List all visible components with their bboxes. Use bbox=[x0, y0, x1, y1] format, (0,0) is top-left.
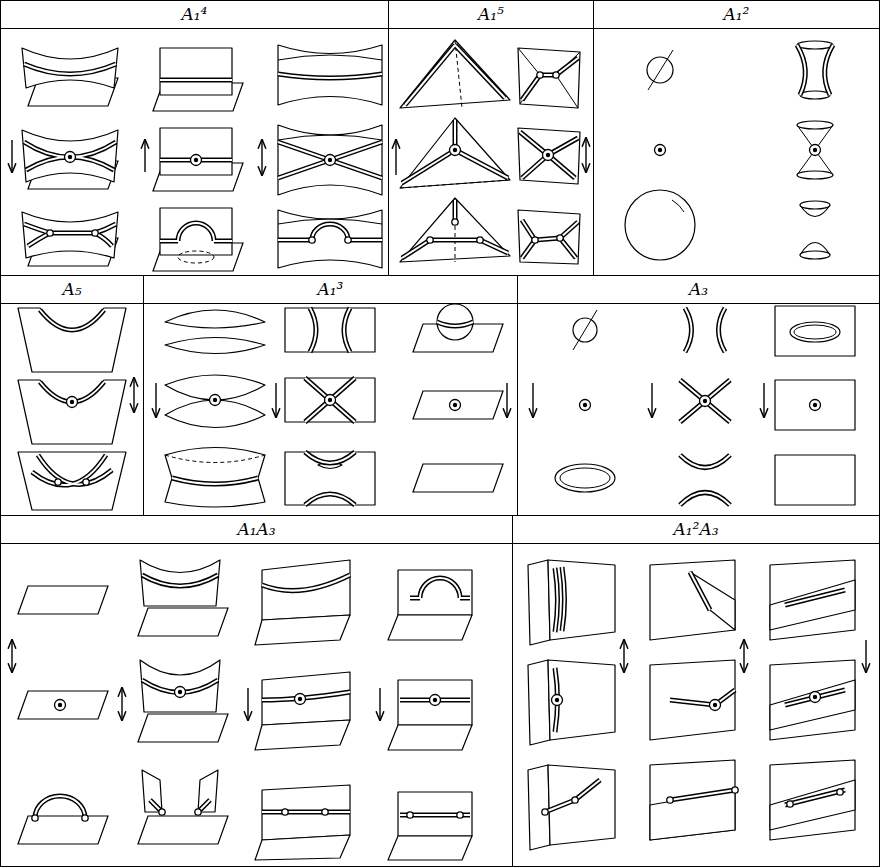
panel-header: A₁⁴ bbox=[1, 1, 388, 29]
panel-header: A₁A₃ bbox=[1, 516, 512, 544]
panel-title: A₁²A₃ bbox=[674, 521, 719, 538]
band-outline bbox=[24, 45, 845, 818]
panel-title: A₅ bbox=[62, 281, 81, 298]
band-core bbox=[24, 45, 845, 818]
panel-title: A₁⁵ bbox=[478, 6, 504, 23]
panel-header: A₁² bbox=[594, 1, 879, 29]
panel-header: A₅ bbox=[1, 276, 143, 304]
panel-box: A₃ bbox=[517, 275, 880, 516]
panel-title: A₁A₃ bbox=[237, 521, 275, 538]
panel-title: A₁⁴ bbox=[182, 6, 208, 23]
panel-title: A₁³ bbox=[318, 281, 344, 298]
panel-header: A₁³ bbox=[144, 276, 517, 304]
a13-figures bbox=[156, 304, 507, 507]
panel-box: A₁⁴ bbox=[0, 0, 389, 276]
panel-box: A₁²A₃ bbox=[512, 515, 880, 867]
panel-box: A₁⁵ bbox=[388, 0, 594, 276]
a5-figures bbox=[18, 308, 134, 510]
a3-figures bbox=[533, 306, 855, 505]
a12-figures bbox=[625, 41, 833, 260]
panel-box: A₅ bbox=[0, 275, 144, 516]
panel-header: A₃ bbox=[518, 276, 879, 304]
panel-title: A₃ bbox=[689, 281, 708, 298]
panel-box: A₁A₃ bbox=[0, 515, 513, 867]
panel-header: A₁⁵ bbox=[389, 1, 593, 29]
panel-header: A₁²A₃ bbox=[513, 516, 879, 544]
panel-box: A₁³ bbox=[143, 275, 518, 516]
singular-points bbox=[32, 72, 843, 821]
panel-title: A₁² bbox=[724, 6, 750, 23]
panel-box: A₁² bbox=[593, 0, 880, 276]
